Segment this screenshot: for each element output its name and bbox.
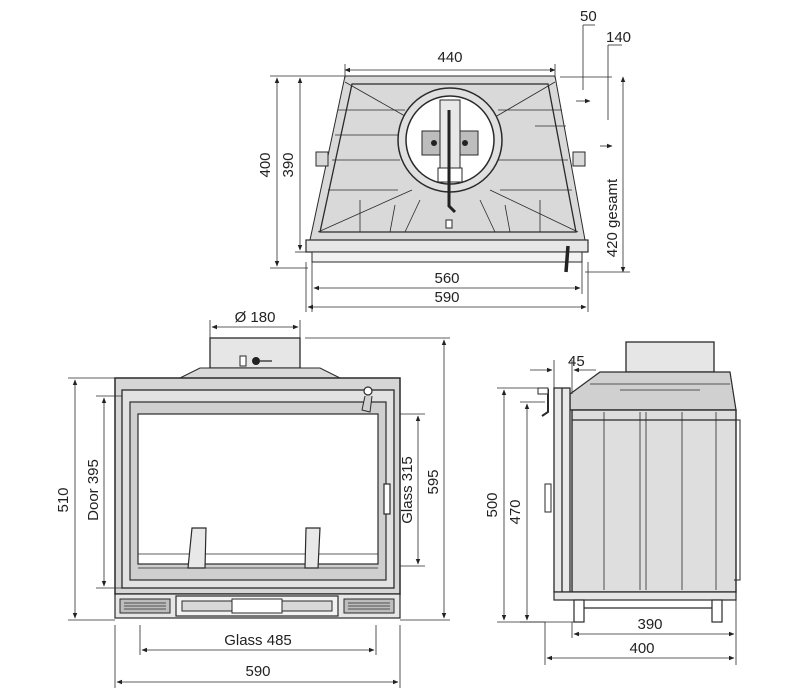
dim-label-door: Door 395 — [85, 459, 102, 521]
top-view-damper-lever — [447, 110, 457, 214]
dim-label-400: 400 — [257, 152, 274, 177]
front-air-knob — [231, 598, 283, 614]
side-flue-collar — [625, 341, 715, 373]
top-view-left-lug — [315, 151, 329, 167]
dim-label-510: 510 — [55, 487, 72, 512]
side-top-hood — [569, 371, 737, 411]
top-view-right-lug — [572, 151, 586, 167]
dim-label-590-top: 590 — [434, 289, 459, 306]
dim-label-560: 560 — [434, 270, 459, 287]
side-body — [571, 409, 737, 593]
dim-label-440: 440 — [437, 49, 462, 66]
side-view: 45 500 470 390 400 — [484, 341, 741, 665]
side-body-ribs — [603, 412, 717, 590]
dim-label-140: 140 — [606, 29, 631, 46]
dim-label-595: 595 — [425, 469, 442, 494]
dim-label-470: 470 — [507, 499, 524, 524]
top-view-base-inner — [311, 251, 583, 263]
top-view-ribs — [317, 81, 579, 233]
dim-label-glass-width: Glass 485 — [224, 632, 292, 649]
front-firedog-right — [304, 527, 321, 569]
top-view-inner — [319, 83, 577, 233]
front-door-handle — [383, 483, 391, 515]
front-glass — [137, 413, 379, 565]
front-firedog-left — [187, 527, 207, 569]
dim-label-500: 500 — [484, 492, 501, 517]
dim-label-390: 390 — [280, 152, 297, 177]
top-view-bolt-2 — [462, 140, 468, 146]
side-base — [553, 591, 737, 601]
front-view: Ø 180 510 Door 395 Glass 315 595 Glass 4… — [55, 309, 450, 688]
top-view: 440 50 140 420 gesamt 400 390 560 590 — [257, 8, 631, 312]
dim-label-390-side: 390 — [637, 616, 662, 633]
dim-label-400-side: 400 — [629, 640, 654, 657]
front-flue-knob — [252, 357, 260, 365]
dim-label-590-front: 590 — [245, 663, 270, 680]
dim-label-45: 45 — [568, 353, 585, 370]
top-view-base-plate — [305, 239, 589, 253]
front-latch — [361, 395, 373, 413]
side-door-handle — [544, 483, 552, 513]
top-view-handle — [564, 245, 570, 273]
side-foot-right — [711, 599, 723, 623]
top-view-bolt-1 — [431, 140, 437, 146]
top-view-lever-knob — [445, 219, 453, 229]
dim-label-flue-diameter: Ø 180 — [235, 309, 276, 326]
dim-label-50: 50 — [580, 8, 597, 25]
front-top-hood — [179, 367, 341, 379]
dim-label-420-gesamt: 420 gesamt — [604, 178, 621, 257]
dim-label-glass-height: Glass 315 — [399, 456, 416, 524]
side-foot-left — [573, 599, 585, 623]
